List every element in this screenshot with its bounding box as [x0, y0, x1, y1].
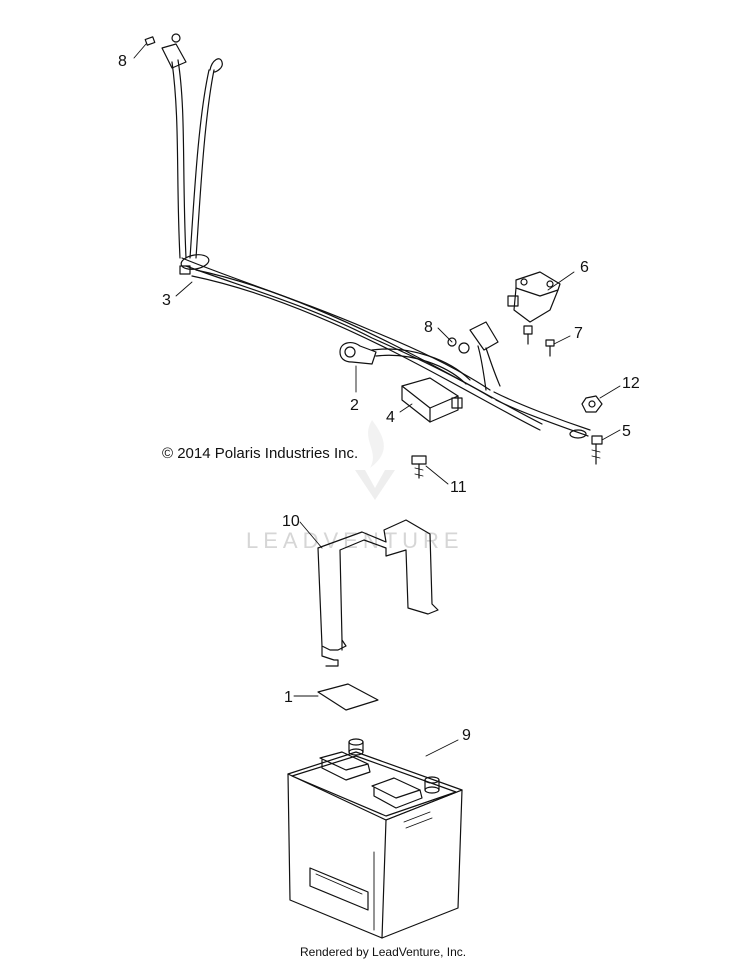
callout-12: 12: [622, 375, 640, 392]
callout-2: 2: [350, 397, 359, 414]
part-8-nut-top: [144, 33, 181, 46]
part-4-fuse-holder: [401, 377, 463, 423]
part-10-battery-bracket: [317, 519, 439, 667]
callout-8-middle: 8: [424, 319, 433, 336]
wiring-harness: [161, 43, 591, 437]
terminal-boot: [469, 321, 501, 391]
part-7-screws: [523, 325, 555, 357]
callout-9: 9: [462, 727, 471, 744]
footer-text: Rendered by LeadVenture, Inc.: [300, 945, 466, 959]
callout-10: 10: [282, 513, 300, 530]
part-5-bolt: [591, 435, 603, 465]
callout-7: 7: [574, 325, 583, 342]
part-8-nut-middle: [447, 337, 470, 354]
watermark-text: LEADVENTURE: [246, 528, 464, 553]
leader-lines: [133, 43, 621, 757]
callout-11: 11: [450, 479, 467, 496]
copyright-text: © 2014 Polaris Industries Inc.: [162, 445, 358, 462]
part-11-bolt: [411, 455, 427, 479]
part-12-nut: [581, 395, 603, 413]
part-1-pad: [317, 683, 379, 711]
callout-labels: 8 3 6 7 8 2 4 12 5 11 10 1 9: [118, 53, 640, 744]
watermark: LEADVENTURE: [246, 420, 464, 553]
callout-4: 4: [386, 409, 395, 426]
part-2-clamp-terminal: [339, 342, 377, 365]
callout-5: 5: [622, 423, 631, 440]
callout-8-top: 8: [118, 53, 127, 70]
ring-terminal: [569, 429, 587, 439]
watermark-logo-icon: [355, 420, 395, 500]
callout-1: 1: [284, 689, 293, 706]
part-9-battery: [287, 738, 463, 939]
part-6-solenoid: [507, 271, 561, 323]
callout-3: 3: [162, 292, 171, 309]
callout-6: 6: [580, 259, 589, 276]
